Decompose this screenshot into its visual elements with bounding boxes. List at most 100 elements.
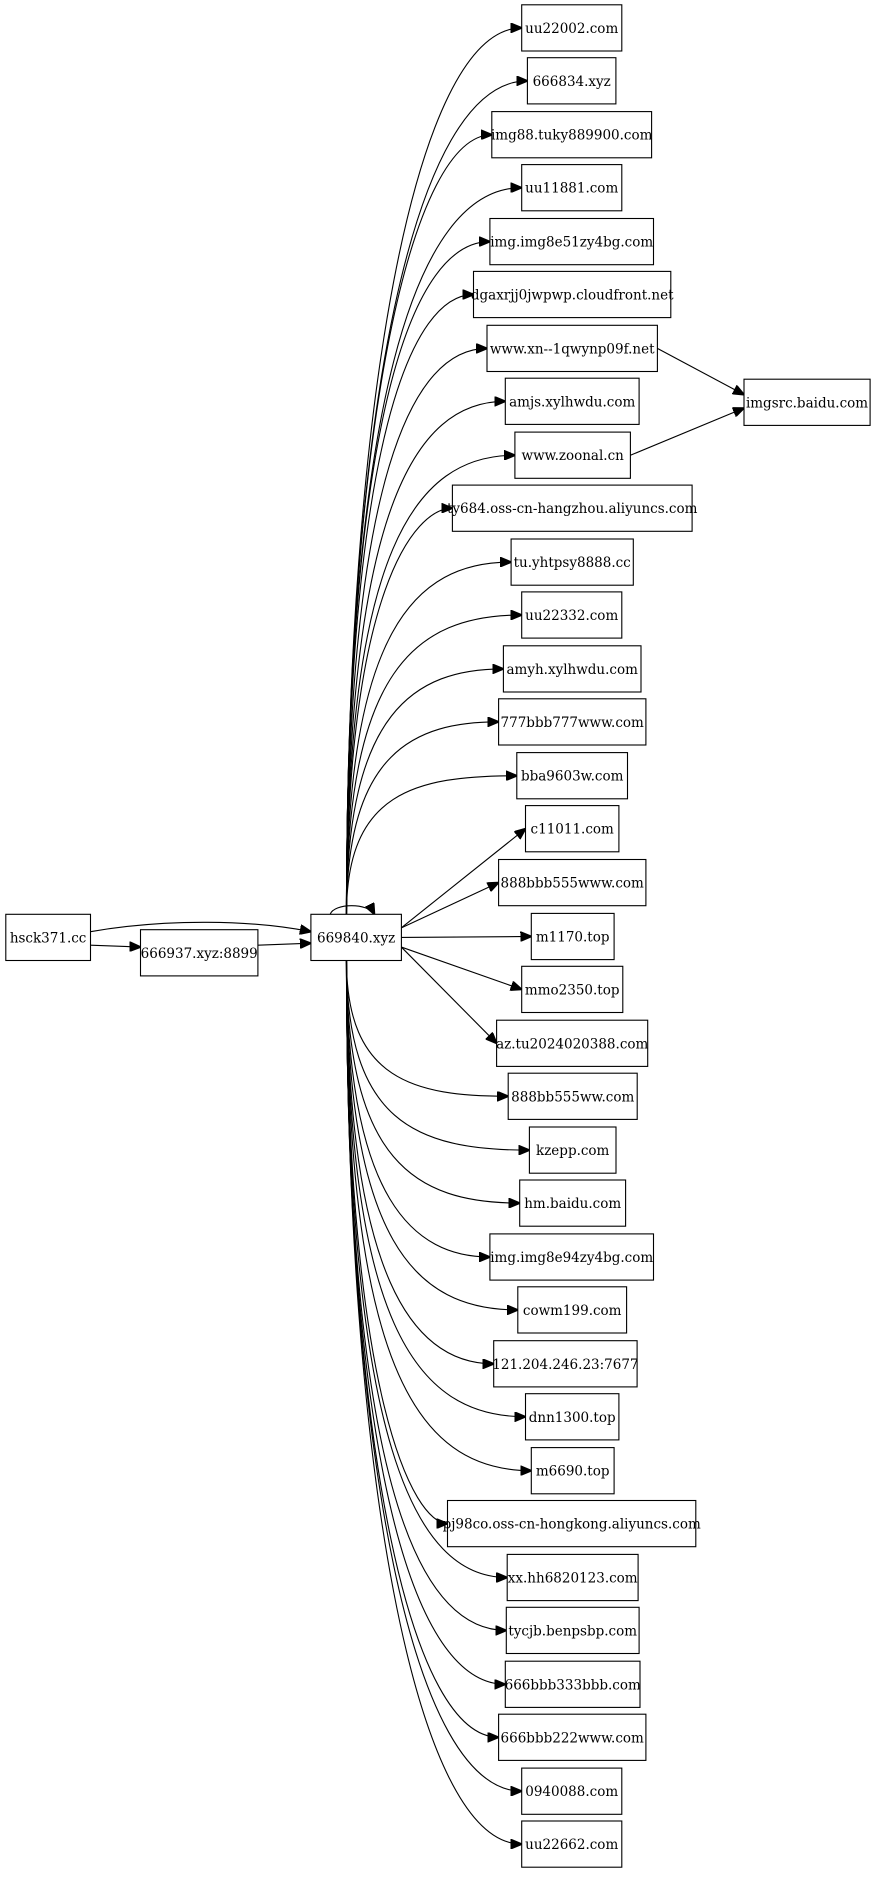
node-label: uu22662.com <box>525 1837 618 1853</box>
node-label: www.xn--1qwynp09f.net <box>490 341 655 357</box>
edge-center-t13 <box>345 669 503 915</box>
graph-node-t6: dgaxrjj0jwpwp.cloudfront.net <box>471 270 674 319</box>
graph-node-t5: img.img8e51zy4bg.com <box>489 217 655 266</box>
edge-center-t28 <box>345 960 531 1471</box>
node-label: imgsrc.baidu.com <box>746 395 868 411</box>
node-box <box>743 378 871 426</box>
edge-center-t21 <box>345 960 508 1097</box>
edge-n666937-center <box>257 943 311 945</box>
graph-node-t34: 0940088.com <box>521 1767 623 1815</box>
graph-node-t31: tycjb.benpsbp.com <box>505 1606 640 1655</box>
graph-node-t35: uu22662.com <box>521 1820 623 1868</box>
edge-center-t6 <box>345 295 473 915</box>
node-label: 777bbb777www.com <box>501 715 645 731</box>
graph-node-t30: xx.hh6820123.com <box>506 1553 639 1602</box>
node-label: www.zoonal.cn <box>522 448 625 464</box>
graph-node-t7: www.xn--1qwynp09f.net <box>486 324 658 373</box>
edge-center-t23 <box>345 960 519 1204</box>
node-box <box>446 1499 697 1548</box>
node-label: uu22332.com <box>525 608 618 624</box>
node-box <box>505 1606 640 1655</box>
graph-node-t9: www.zoonal.cn <box>514 431 631 479</box>
edge-hsck-center <box>90 921 310 931</box>
node-box <box>521 164 623 212</box>
node-box <box>530 1447 615 1495</box>
node-label: uu22002.com <box>525 21 618 37</box>
node-box <box>528 1126 617 1174</box>
edge-center-t26 <box>345 960 493 1364</box>
node-label: 669840.xyz <box>317 930 395 946</box>
node-label: tycjb.benpsbp.com <box>508 1623 637 1639</box>
graph-node-center: 669840.xyz <box>310 913 402 962</box>
node-box <box>519 1179 627 1227</box>
edge-center-t16 <box>401 829 525 929</box>
node-box <box>524 1393 620 1441</box>
node-box <box>139 929 259 977</box>
node-label: ty684.oss-cn-hangzhou.aliyuncs.com <box>447 501 698 517</box>
edge-center-t15 <box>345 776 516 915</box>
node-box <box>486 324 658 373</box>
node-label: dnn1300.top <box>529 1410 616 1426</box>
edge-center-t19 <box>401 946 521 989</box>
graph-node-t10: ty684.oss-cn-hangzhou.aliyuncs.com <box>447 484 698 532</box>
edge-center-t12 <box>345 615 521 915</box>
graph-node-t3: img88.tuky889900.com <box>491 111 653 159</box>
graph-node-t25: cowm199.com <box>517 1286 628 1334</box>
edge-center-t5 <box>345 242 489 915</box>
graph-node-t23: hm.baidu.com <box>519 1179 627 1227</box>
node-box <box>510 538 634 586</box>
node-box <box>521 1820 623 1868</box>
edge-center-t11 <box>345 562 511 915</box>
graph-node-t8: amjs.xylhwdu.com <box>504 377 640 425</box>
node-label: 666834.xyz <box>533 74 611 90</box>
edge-center-t32 <box>345 960 505 1685</box>
node-label: c11011.com <box>531 822 614 838</box>
node-box <box>496 1019 649 1067</box>
graph-node-t19: mmo2350.top <box>521 965 624 1014</box>
node-box <box>491 111 653 159</box>
graph-node-t27: dnn1300.top <box>524 1393 620 1441</box>
node-box <box>489 217 655 266</box>
node-box <box>521 591 623 639</box>
node-label: bba9603w.com <box>521 769 624 785</box>
node-box <box>498 698 647 746</box>
edge-hsck-n666937 <box>90 945 140 947</box>
node-label: img.img8e94zy4bg.com <box>490 1250 653 1266</box>
edge-center-t35 <box>345 960 521 1845</box>
graph-node-t17: 888bbb555www.com <box>498 858 647 907</box>
graph-node-t26: 121.204.246.23:7677 <box>492 1340 639 1388</box>
graph-node-t16: c11011.com <box>524 805 620 853</box>
node-label: dgaxrjj0jwpwp.cloudfront.net <box>471 288 674 304</box>
node-label: m6690.top <box>536 1464 610 1480</box>
edge-t9-imgsrc <box>630 408 744 456</box>
edge-center-t8 <box>345 401 505 915</box>
node-box <box>521 965 624 1014</box>
node-label: mmo2350.top <box>525 982 620 998</box>
graph-node-t12: uu22332.com <box>521 591 623 639</box>
node-box <box>526 57 617 105</box>
edge-center-center <box>329 906 374 915</box>
edge-center-t17 <box>401 883 498 929</box>
graph-node-t28: m6690.top <box>530 1447 615 1495</box>
node-box <box>451 484 693 532</box>
node-box <box>507 1072 638 1120</box>
node-label: 666937.xyz:8899 <box>141 946 258 962</box>
edge-center-t22 <box>345 960 529 1151</box>
graph-node-t13: amyh.xylhwdu.com <box>502 645 642 693</box>
node-label: az.tu2024020388.com <box>496 1036 648 1052</box>
node-label: kzepp.com <box>536 1143 610 1159</box>
edge-center-t24 <box>345 960 489 1257</box>
node-label: tu.yhtpsy8888.cc <box>514 555 631 571</box>
edge-center-t29 <box>345 960 447 1524</box>
node-label: hm.baidu.com <box>524 1196 621 1212</box>
edge-center-t14 <box>345 722 498 915</box>
node-label: 666bbb333bbb.com <box>505 1677 641 1693</box>
edge-center-t25 <box>345 960 517 1310</box>
edge-center-t27 <box>345 960 525 1417</box>
node-label: img88.tuky889900.com <box>491 128 653 144</box>
node-label: m1170.top <box>536 930 610 946</box>
node-box <box>493 1340 638 1388</box>
edge-center-t9 <box>345 455 514 915</box>
node-label: 121.204.246.23:7677 <box>492 1357 638 1373</box>
